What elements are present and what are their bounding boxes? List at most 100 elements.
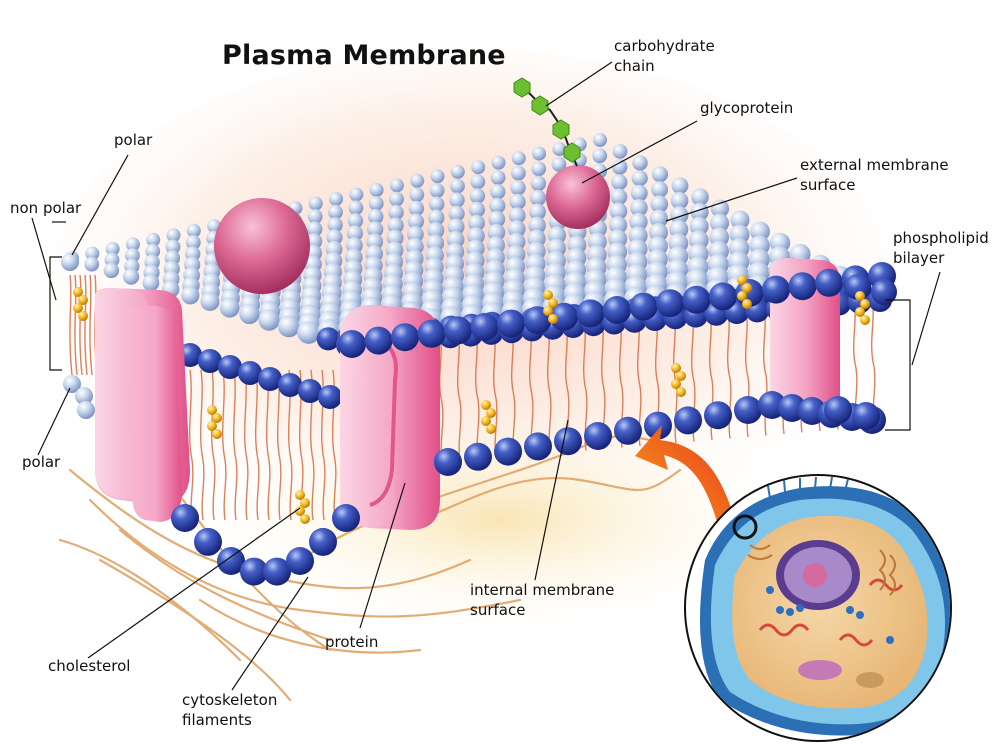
phospholipid-head — [444, 316, 472, 345]
phospholipid-head — [464, 442, 492, 471]
phospholipid-head — [468, 214, 485, 232]
phospholipid-head — [307, 221, 323, 237]
phospholipid-head — [609, 216, 628, 235]
lipid-tail — [493, 327, 498, 459]
phospholipid-head — [788, 272, 817, 301]
lipid-tail — [475, 329, 480, 460]
cholesterol-unit — [295, 506, 305, 516]
phospholipid-head — [669, 219, 689, 239]
cholesterol-unit — [860, 315, 870, 325]
phospholipid-head — [551, 157, 567, 172]
diagram-title: Plasma Membrane — [222, 40, 506, 71]
phospholipid-head — [470, 313, 499, 341]
lipid-tail — [232, 369, 238, 521]
phospholipid-head — [550, 302, 578, 331]
label-cholesterol: cholesterol — [48, 657, 131, 675]
phospholipid-head — [364, 326, 393, 355]
phospholipid-head — [630, 184, 648, 202]
cholesterol-unit — [676, 371, 686, 381]
phospholipid-head — [710, 213, 730, 233]
phospholipid-head — [367, 221, 384, 238]
phospholipid-head — [494, 437, 522, 466]
phospholipid-head — [491, 155, 506, 170]
phospholipid-head — [609, 202, 628, 221]
cholesterol-unit — [300, 514, 310, 524]
label-polar-bottom: polar — [22, 453, 61, 471]
phospholipid-head — [650, 195, 669, 213]
lipid-tail — [276, 369, 282, 521]
phospholipid-head — [584, 422, 612, 450]
phospholipid-head — [614, 416, 642, 445]
phospholipid-head — [85, 246, 100, 261]
phospholipid-head — [690, 202, 709, 221]
phospholipid-head — [468, 201, 485, 218]
phospholipid-head — [347, 213, 364, 229]
phospholipid-head — [651, 166, 669, 183]
phospholipid-head — [389, 178, 404, 193]
phospholipid-head — [449, 192, 465, 208]
cholesterol-unit — [671, 379, 681, 389]
phospholipid-head — [348, 200, 364, 216]
phospholipid-head — [338, 330, 366, 358]
phospholipid-head — [734, 396, 762, 424]
phospholipid-head — [487, 223, 506, 242]
phospholipid-head — [710, 199, 730, 218]
phospholipid-head — [762, 275, 790, 304]
phospholipid-head — [408, 200, 425, 217]
phospholipid-head — [427, 222, 445, 239]
lipid-tail — [547, 323, 552, 454]
phospholipid-head — [469, 188, 486, 204]
cholesterol-unit — [78, 311, 88, 321]
phospholipid-head — [429, 196, 445, 212]
phospholipid-head — [123, 268, 140, 285]
carbohydrate-chain — [513, 77, 581, 167]
zoom-marker — [732, 514, 758, 540]
lipid-tail — [210, 369, 216, 521]
phospholipid-head — [389, 191, 404, 207]
phospholipid-head — [528, 216, 546, 235]
cholesterol-unit — [548, 314, 558, 324]
phospholipid-head — [142, 274, 160, 292]
phospholipid-head — [630, 199, 648, 217]
phospholipid-head — [815, 268, 843, 297]
phospholipid-head — [509, 193, 526, 210]
phospholipid-head — [417, 319, 446, 348]
phospholipid-head — [471, 160, 486, 175]
phospholipid-head — [631, 170, 648, 187]
phospholipid-head — [644, 411, 672, 440]
phospholipid-head — [552, 142, 567, 157]
cholesterol-unit — [543, 290, 553, 300]
phospholipid-head — [263, 557, 291, 586]
phospholipid-head — [529, 203, 546, 221]
phospholipid-head — [386, 229, 404, 247]
cholesterol-unit — [78, 295, 88, 305]
phospholipid-head — [84, 256, 100, 272]
label-glycoprotein: glycoprotein — [700, 99, 794, 117]
cholesterol-unit — [548, 298, 558, 308]
cholesterol-unit — [855, 307, 865, 317]
phospholipid-head — [428, 209, 445, 226]
lipid-tail — [69, 274, 73, 376]
phospholipid-head — [450, 178, 465, 194]
phospholipid-head — [750, 221, 770, 242]
lipid-tail — [74, 274, 78, 376]
phospholipid-head — [200, 292, 220, 311]
phospholipid-head — [531, 161, 547, 177]
cholesterol-unit — [543, 306, 553, 316]
cholesterol-unit — [737, 275, 747, 285]
phospholipid-head — [388, 204, 404, 221]
phospholipid-head — [307, 209, 323, 224]
cholesterol-unit — [737, 291, 747, 301]
phospholipid-head — [332, 504, 360, 532]
phospholipid-head — [298, 379, 322, 403]
phospholipid-head — [670, 206, 689, 225]
transmembrane-protein-left — [94, 288, 190, 522]
phospholipid-head — [166, 228, 181, 243]
phospholipid-head — [105, 241, 120, 256]
phospholipid-head — [592, 148, 608, 164]
phospholipid-head — [410, 173, 425, 188]
zoom-arrow — [635, 425, 735, 525]
phospholipid-head — [529, 189, 547, 206]
phospholipid-head — [316, 327, 340, 351]
phospholipid-head — [651, 181, 668, 198]
